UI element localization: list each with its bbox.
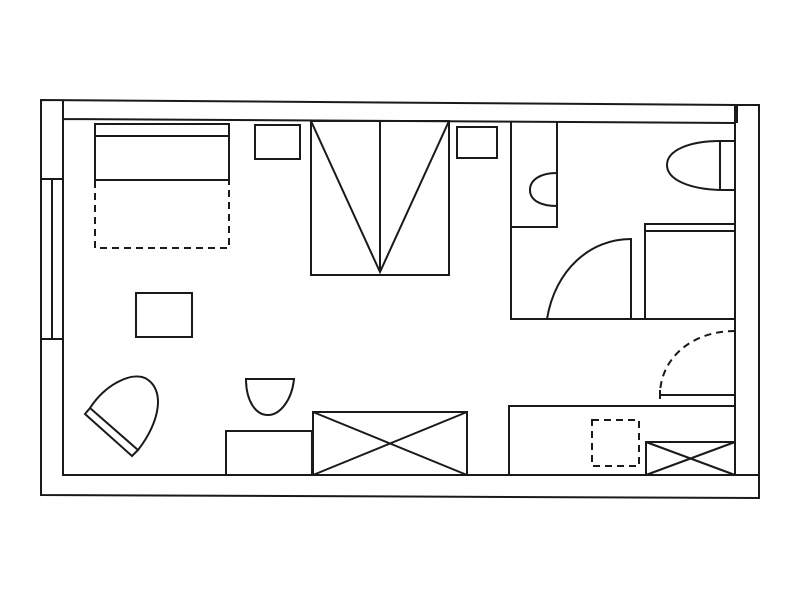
entrance-door [659,330,736,399]
toilet [665,140,735,191]
sink-outline [591,419,640,467]
stove [645,441,736,476]
nightstand [254,124,301,160]
washbasin [528,172,558,207]
shower [644,223,736,320]
outer-wall [40,98,760,500]
nightstand [456,126,498,159]
desk-chair [244,378,296,417]
table [135,292,193,338]
wardrobe [310,120,450,276]
bed [94,123,230,249]
kitchen-counter [508,405,735,475]
window [41,178,63,340]
desk [225,430,313,476]
bathroom-wall [510,122,735,320]
inner-wall [62,100,759,476]
bathroom-door [546,237,632,320]
sideboard [312,411,468,476]
armchair [83,375,159,458]
